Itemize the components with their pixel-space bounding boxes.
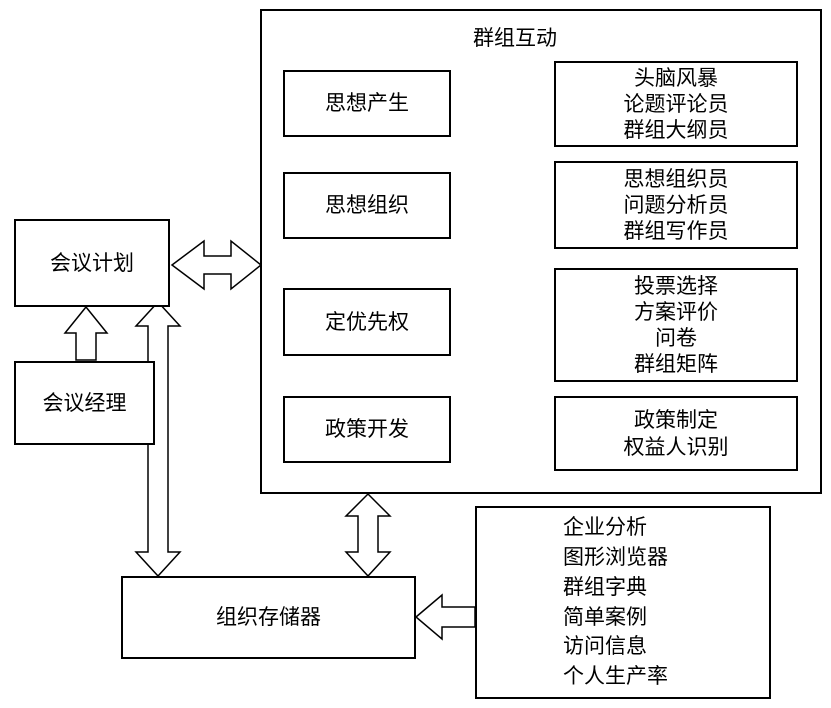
- memory-item: 简单案例: [563, 604, 647, 629]
- stage-label: 定优先权: [325, 309, 409, 334]
- stage-prioritizing: 定优先权: [283, 288, 451, 356]
- meeting-plan-box: 会议计划: [14, 219, 170, 307]
- tools-idea-organization: 思想组织员 问题分析员 群组写作员: [554, 161, 798, 249]
- double-arrow-plan-interaction: [170, 239, 263, 291]
- tool-item: 权益人识别: [623, 434, 729, 459]
- tool-item: 群组大纲员: [623, 118, 729, 143]
- tool-item: 问题分析员: [623, 192, 729, 217]
- memory-item: 访问信息: [563, 634, 647, 659]
- memory-item: 群组字典: [563, 574, 647, 599]
- tools-prioritizing: 投票选择 方案评价 问卷 群组矩阵: [554, 268, 798, 382]
- tools-policy-development: 政策制定 权益人识别: [554, 396, 798, 471]
- memory-contents-box: 企业分析 图形浏览器 群组字典 简单案例 访问信息 个人生产率: [475, 506, 771, 699]
- memory-item: 企业分析: [563, 515, 647, 540]
- tools-idea-generation: 头脑风暴 论题评论员 群组大纲员: [554, 61, 798, 147]
- tool-item: 论题评论员: [623, 91, 729, 116]
- organizational-memory-box: 组织存储器: [121, 576, 416, 659]
- organizational-memory-label: 组织存储器: [216, 605, 321, 630]
- stage-idea-organization: 思想组织: [283, 172, 451, 239]
- meeting-plan-label: 会议计划: [50, 250, 134, 275]
- tool-item: 投票选择: [634, 273, 718, 298]
- meeting-manager-box: 会议经理: [14, 361, 155, 445]
- stage-idea-generation: 思想产生: [283, 70, 451, 137]
- stage-label: 思想产生: [325, 91, 409, 116]
- stage-label: 思想组织: [325, 193, 409, 218]
- stage-label: 政策开发: [325, 417, 409, 442]
- tool-item: 群组矩阵: [634, 352, 718, 377]
- arrow-manager-to-plan: [63, 305, 109, 361]
- tool-item: 政策制定: [634, 408, 718, 433]
- tool-item: 问卷: [655, 326, 697, 350]
- meeting-manager-label: 会议经理: [42, 390, 127, 415]
- arrow-contents-to-memory: [414, 593, 476, 641]
- memory-item: 图形浏览器: [563, 544, 668, 569]
- group-interaction-title: 群组互动: [473, 26, 557, 50]
- tool-item: 头脑风暴: [634, 65, 718, 90]
- tool-item: 思想组织员: [623, 166, 729, 191]
- memory-item: 个人生产率: [563, 664, 668, 689]
- stage-policy-development: 政策开发: [283, 396, 451, 463]
- tool-item: 群组写作员: [623, 219, 729, 244]
- double-arrow-interaction-memory: [344, 492, 392, 578]
- tool-item: 方案评价: [634, 299, 718, 324]
